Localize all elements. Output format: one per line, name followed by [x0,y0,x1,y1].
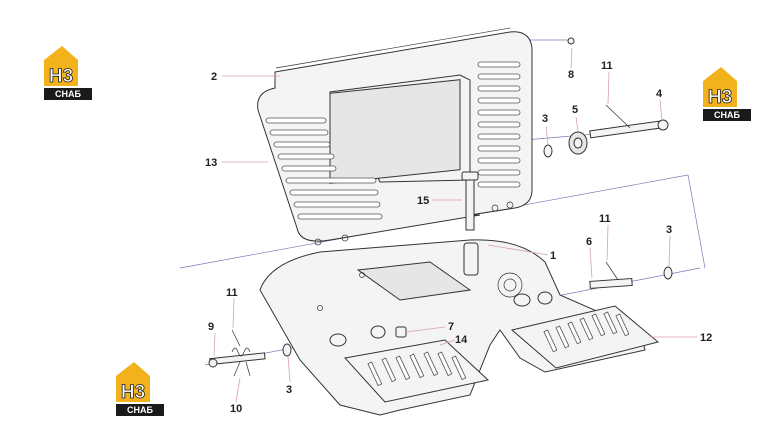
logo-caption: СНАБ [55,89,81,99]
label-part-8: 8 [568,69,574,81]
label-part-10: 10 [230,403,242,415]
label-part-11-mid: 11 [599,213,611,225]
foot-plate-right [510,305,660,369]
label-part-3-right: 3 [666,224,672,236]
label-part-7: 7 [448,321,454,333]
foot-plate-left [344,339,490,403]
label-part-1: 1 [550,250,556,262]
back-plate-right-slots [477,61,521,188]
back-plate-left-slots [265,117,383,220]
logo-bottom-left: H3 СНАБ [116,362,164,416]
logo-mark: H3 [121,382,145,403]
logo-mark: H3 [49,66,73,87]
label-part-5: 5 [572,104,578,116]
logo-top-left: H3 СНАБ [44,46,92,100]
base-plate [259,239,646,416]
logo-top-right: H3 СНАБ [703,67,751,121]
label-part-14: 14 [455,334,468,346]
hardware-parts [208,37,673,377]
label-part-3-top: 3 [542,113,548,125]
label-part-9: 9 [208,321,214,333]
label-part-13: 13 [205,157,217,169]
part-labels: 2 13 15 1 3 5 4 11 8 3 11 6 7 14 12 11 9… [205,60,712,415]
leader-lines [213,47,697,403]
back-plate [257,27,533,246]
label-part-4: 4 [656,88,663,100]
logo-caption: СНАБ [127,405,153,415]
logo-caption: СНАБ [714,110,740,120]
label-part-11-top: 11 [601,60,613,72]
label-part-6: 6 [586,236,592,248]
label-part-11-left: 11 [226,287,238,299]
label-part-2: 2 [211,71,217,83]
label-part-12: 12 [700,332,712,344]
logo-mark: H3 [708,87,732,108]
label-part-15: 15 [417,195,429,207]
label-part-3-left: 3 [286,384,292,396]
